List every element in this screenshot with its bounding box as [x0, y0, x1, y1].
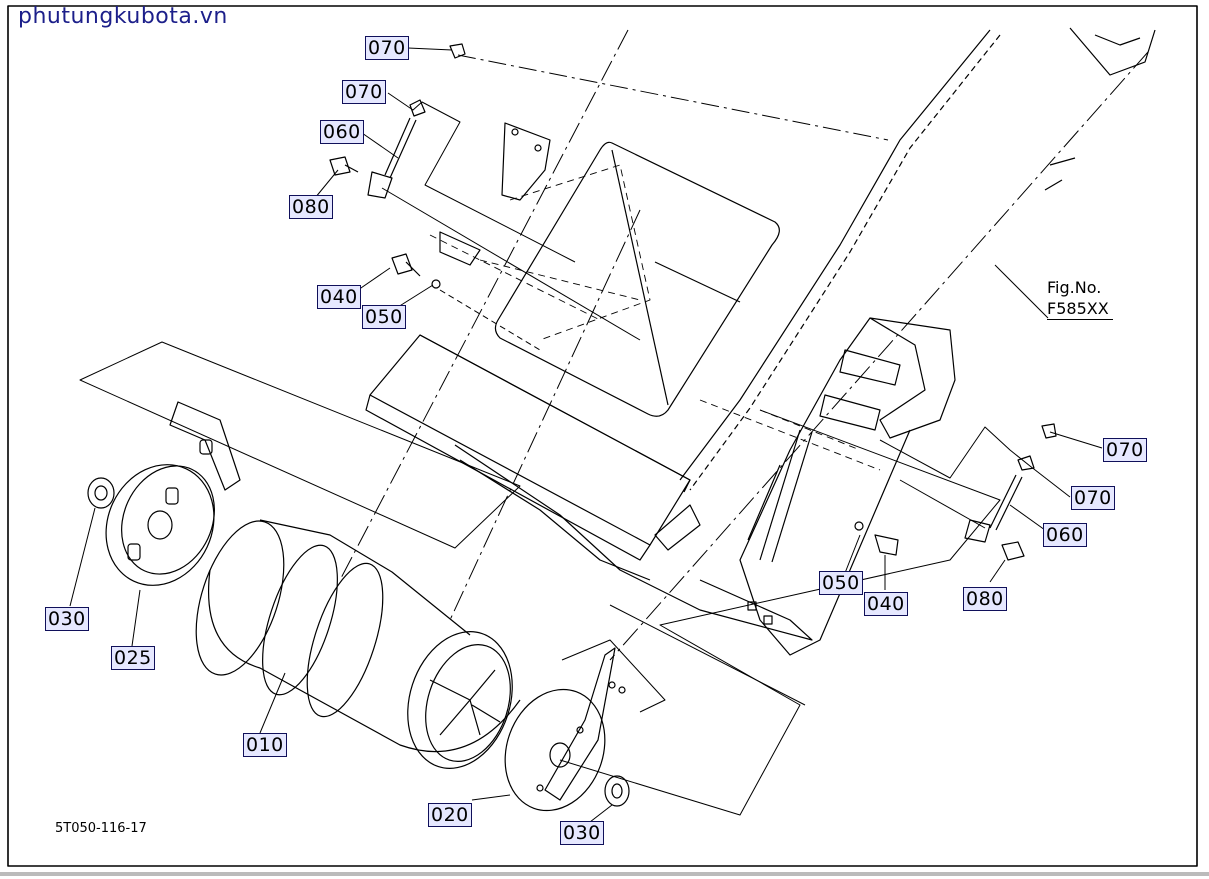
figure-reference-line1: Fig.No. — [1047, 278, 1102, 297]
callout-060-upper[interactable]: 060 — [320, 120, 364, 144]
callout-070-right-upper[interactable]: 070 — [1103, 438, 1147, 462]
callout-070-right-lower[interactable]: 070 — [1071, 486, 1115, 510]
phantom-lines — [429, 164, 881, 471]
fasteners-left — [329, 43, 466, 289]
right-bearing-assembly — [504, 647, 630, 812]
callout-040-right[interactable]: 040 — [864, 592, 908, 616]
callout-020[interactable]: 020 — [428, 803, 472, 827]
chute-housing — [365, 141, 813, 641]
fig-ref-leader — [994, 264, 1049, 319]
fasteners-right — [854, 423, 1057, 561]
left-bearing-assembly — [87, 401, 241, 586]
callout-050-right[interactable]: 050 — [819, 571, 863, 595]
callout-050-upper[interactable]: 050 — [362, 305, 406, 329]
small-bracket — [439, 122, 551, 266]
callout-070-upper[interactable]: 070 — [342, 80, 386, 104]
right-bracket — [654, 317, 956, 656]
callout-080-upper[interactable]: 080 — [289, 195, 333, 219]
center-lines — [339, 29, 1149, 661]
bottom-leaders — [69, 507, 666, 823]
drawing-number: 5T050-116-17 — [55, 821, 147, 836]
callout-030-left[interactable]: 030 — [45, 607, 89, 631]
callout-070-top[interactable]: 070 — [365, 36, 409, 60]
callout-025[interactable]: 025 — [111, 646, 155, 670]
frame-rail — [679, 27, 1156, 491]
drum-rotor — [195, 519, 521, 769]
figure-reference-line2: F585XX — [1047, 298, 1113, 320]
watermark-text: phutungkubota.vn — [18, 4, 228, 29]
callout-040-upper[interactable]: 040 — [317, 285, 361, 309]
callout-030-bottom[interactable]: 030 — [560, 821, 604, 845]
drawing-frame — [7, 5, 1198, 867]
callout-080-right[interactable]: 080 — [963, 587, 1007, 611]
figure-reference[interactable]: Fig.No. F585XX — [1047, 277, 1113, 320]
callout-060-right[interactable]: 060 — [1043, 523, 1087, 547]
callout-010[interactable]: 010 — [243, 733, 287, 757]
